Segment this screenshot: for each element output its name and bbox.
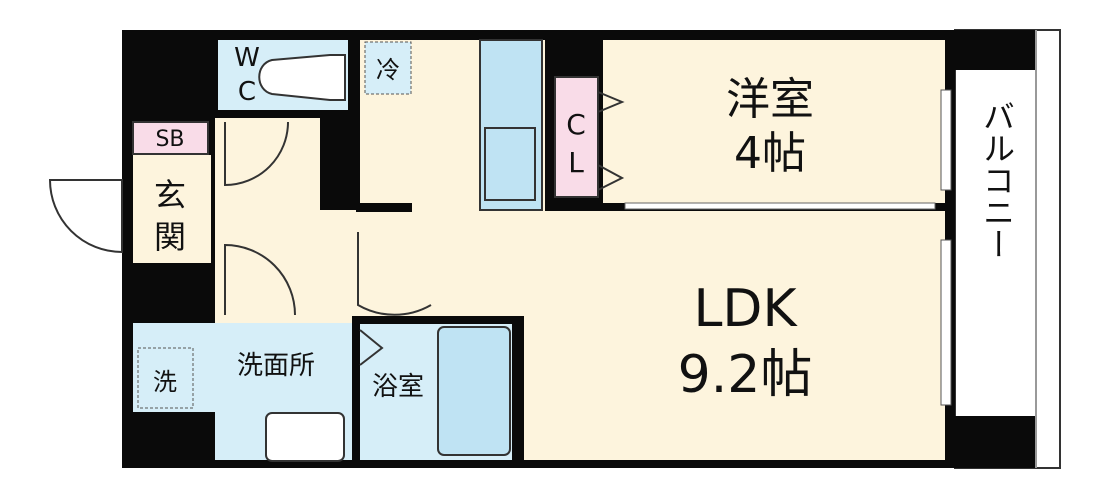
entrance-floor — [133, 155, 211, 263]
ldk-size: 9.2帖 — [678, 345, 813, 405]
balcony-area — [954, 29, 1061, 469]
washroom-wall-bottom — [133, 412, 215, 468]
hall-wall-stub — [320, 118, 360, 210]
ldk-wall-stub — [356, 203, 412, 212]
washer-space — [137, 347, 194, 409]
wash-basin — [265, 412, 345, 462]
entrance-door[interactable] — [48, 179, 123, 254]
balcony-window-lower — [940, 239, 952, 406]
wc-label-line2: C — [238, 77, 256, 107]
shoebox-floor — [132, 121, 209, 155]
toilet — [258, 54, 346, 101]
balcony-label: バルコニー — [978, 100, 1016, 260]
washer-label: 洗 — [153, 368, 177, 396]
closet-door-right[interactable] — [597, 164, 625, 191]
ldk-name: LDK — [693, 279, 798, 339]
closet-door-left[interactable] — [597, 91, 625, 113]
washroom-door[interactable] — [224, 243, 296, 316]
kitchen-counter — [479, 39, 543, 211]
bathtub — [437, 326, 511, 456]
western-room-size: 4帖 — [734, 128, 806, 179]
western-room-floor — [603, 40, 945, 208]
shoebox-label: SB — [155, 127, 184, 152]
closet-label-line1: C — [566, 108, 586, 141]
sliding-door-track — [624, 202, 936, 210]
balcony-wall-bottom — [945, 416, 1035, 468]
balcony-wall-top — [945, 30, 1035, 70]
balcony-window-upper — [940, 89, 952, 191]
fridge-space — [364, 41, 412, 95]
entrance-label-line2: 関 — [154, 218, 186, 256]
bath-wall-top — [352, 316, 524, 324]
ldk-door[interactable] — [357, 232, 432, 316]
bath-wall-left — [352, 316, 360, 468]
western-room-name: 洋室 — [726, 74, 814, 125]
wc-label-line1: W — [234, 43, 260, 73]
kitchen-sink — [484, 127, 536, 201]
fridge-label: 冷 — [376, 56, 400, 84]
bath-label: 浴室 — [372, 372, 424, 402]
entrance-label-line1: 玄 — [154, 176, 186, 214]
washroom-label: 洗面所 — [237, 351, 315, 381]
closet-floor — [554, 76, 599, 198]
closet-label-line2: L — [568, 146, 584, 179]
wc-door[interactable] — [224, 121, 289, 187]
bath-wall-right — [512, 316, 524, 468]
bath-door[interactable] — [359, 329, 384, 366]
